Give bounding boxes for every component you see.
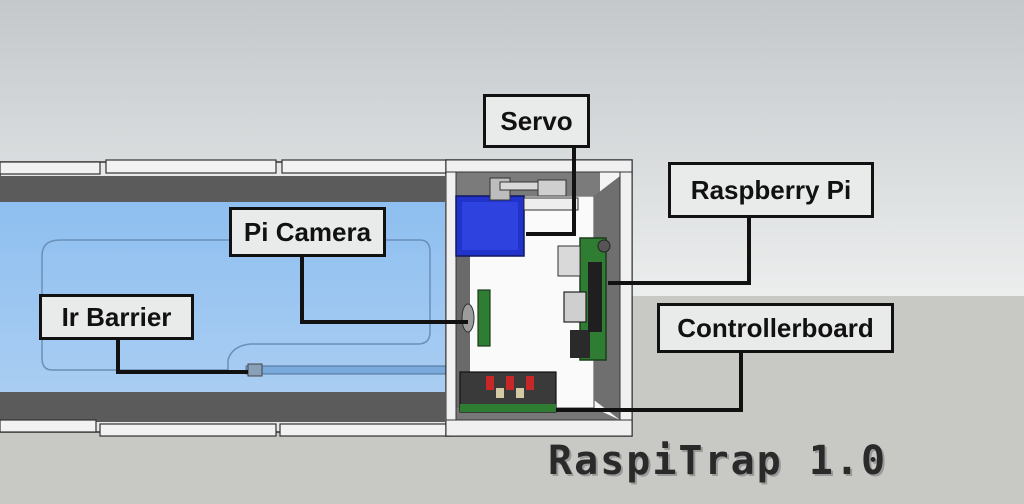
controllerboard-leader (556, 352, 743, 412)
pi-camera-leader (300, 256, 468, 324)
leader-lines (116, 146, 751, 412)
servo-label: Servo (483, 94, 590, 148)
ir-barrier-leader (116, 338, 248, 374)
servo-motor (455, 177, 579, 257)
inner-outline (41, 239, 431, 371)
pi-camera (461, 289, 491, 347)
ir-barrier-label: Ir Barrier (39, 294, 194, 340)
controller-board (459, 371, 557, 413)
diagram-title: RaspiTrap 1.0 (548, 438, 888, 484)
servo-leader (526, 146, 576, 236)
pi-camera-label: Pi Camera (229, 207, 386, 257)
raspberry-pi-label: Raspberry Pi (668, 162, 874, 218)
raspberry-pi-board (557, 237, 611, 361)
raspberry-pi-leader (608, 218, 751, 285)
controllerboard-label: Controllerboard (657, 303, 894, 353)
ir-barrier-rod (245, 365, 447, 375)
